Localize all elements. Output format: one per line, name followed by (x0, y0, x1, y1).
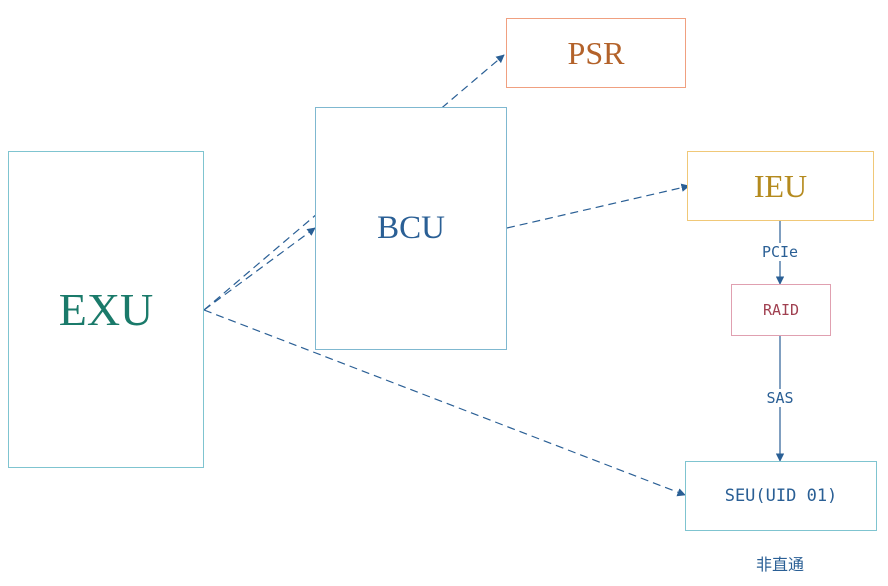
node-seu-label: SEU(UID 01) (724, 486, 838, 506)
node-psr-label: PSR (567, 34, 625, 71)
edge-exu-bcu (203, 227, 316, 311)
edge-label-sas: SAS (764, 389, 796, 407)
node-raid-label: RAID (762, 301, 800, 319)
node-bcu-label: BCU (377, 210, 445, 246)
node-ieu-label: IEU (753, 167, 808, 204)
node-psr: PSR (506, 18, 686, 88)
node-seu: SEU(UID 01) (685, 461, 877, 531)
seu-note: 非直通 (755, 555, 805, 574)
node-ieu: IEU (687, 151, 874, 221)
edge-label-pcie: PCIe (759, 243, 801, 261)
edge-exu-seu (203, 309, 686, 497)
node-bcu: BCU (315, 107, 507, 350)
node-raid: RAID (731, 284, 831, 336)
node-exu: EXU (8, 151, 204, 468)
node-exu-label: EXU (58, 284, 154, 335)
edge-bcu-ieu (506, 183, 690, 229)
